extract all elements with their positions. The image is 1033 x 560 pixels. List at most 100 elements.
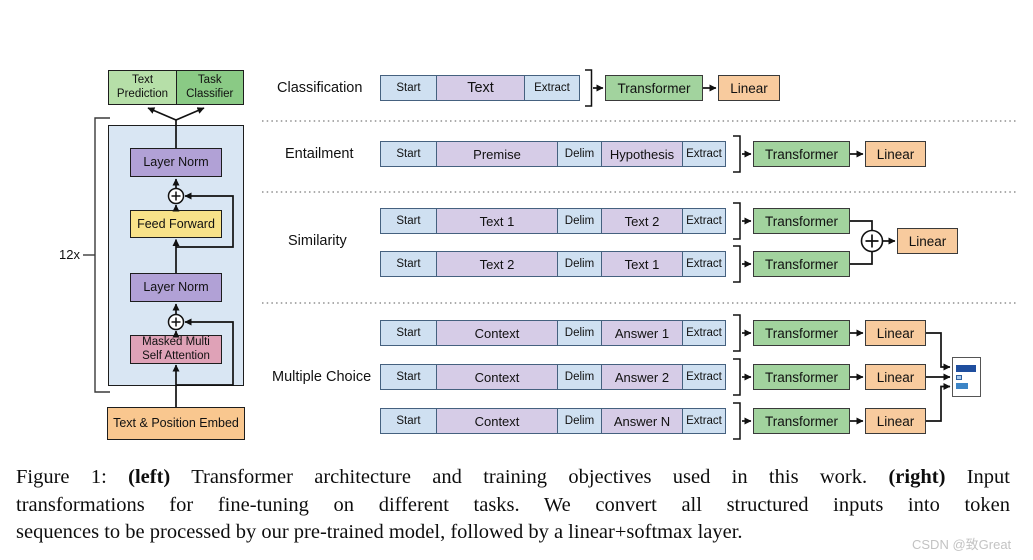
caption-text: Input xyxy=(945,466,1011,488)
token-cell-extract: Extract xyxy=(682,208,726,234)
token-sequence-row: Start Context Delim Answer 1 Extract xyxy=(380,320,726,346)
token-cell-answerN: Answer N xyxy=(600,408,684,434)
caption-line-1: Figure 1: (left) Transformer architectur… xyxy=(16,464,1010,492)
token-cell-delim: Delim xyxy=(557,364,602,390)
linear-box: Linear xyxy=(865,320,926,346)
merge-bracket xyxy=(733,314,741,352)
caption-text: Figure 1: xyxy=(16,466,129,488)
token-cell-start: Start xyxy=(380,320,437,346)
flow-arrow xyxy=(926,332,951,371)
token-cell-context: Context xyxy=(435,364,559,390)
layer-norm-top-label: Layer Norm xyxy=(143,155,209,169)
text-prediction-line2: Prediction xyxy=(116,87,169,100)
linear-box: Linear xyxy=(865,408,926,434)
linear-box: Linear xyxy=(718,75,780,101)
plus-icon xyxy=(865,234,879,248)
token-sequence-row: Start Text Extract xyxy=(380,75,580,101)
layer-norm-bottom-label: Layer Norm xyxy=(143,280,209,294)
transformer-box: Transformer xyxy=(753,364,850,390)
flow-arrow xyxy=(926,383,951,422)
token-cell-delim: Delim xyxy=(557,251,602,277)
score-bar xyxy=(956,382,968,389)
sum-circle xyxy=(860,229,884,253)
token-cell-start: Start xyxy=(380,408,437,434)
token-cell-start: Start xyxy=(380,75,437,101)
token-cell-context: Context xyxy=(435,320,559,346)
token-cell-text2: Text 2 xyxy=(600,208,684,234)
transformer-box: Transformer xyxy=(753,408,850,434)
caption-bold-left: (left) xyxy=(128,466,171,488)
token-cell-text1: Text 1 xyxy=(600,251,684,277)
caption-line-3: sequences to be processed by our pre-tra… xyxy=(16,521,743,543)
text-position-embed-box: Text & Position Embed xyxy=(107,407,245,440)
transformer-box: Transformer xyxy=(753,141,850,167)
merge-bracket xyxy=(733,358,741,396)
figure-caption: Figure 1: (left) Transformer architectur… xyxy=(16,464,1010,547)
section-label-classification: Classification xyxy=(277,80,363,96)
section-label-entailment: Entailment xyxy=(285,146,354,162)
section-label-multiple-choice: Multiple Choice xyxy=(272,369,372,385)
merge-bracket xyxy=(733,135,741,173)
token-cell-text: Text xyxy=(435,75,526,101)
token-cell-start: Start xyxy=(380,251,437,277)
caption-text: Transformer architecture and training ob… xyxy=(170,466,889,488)
layer-norm-bottom-box: Layer Norm xyxy=(130,273,222,302)
transformer-box: Transformer xyxy=(753,320,850,346)
token-cell-delim: Delim xyxy=(557,141,602,167)
token-cell-answer2: Answer 2 xyxy=(600,364,684,390)
token-cell-premise: Premise xyxy=(435,141,559,167)
caption-line-2: transformations for fine-tuning on diffe… xyxy=(16,493,1010,516)
layer-norm-top-box: Layer Norm xyxy=(130,148,222,177)
flow-arrow xyxy=(175,107,205,121)
token-cell-text2: Text 2 xyxy=(435,251,559,277)
transformer-box: Transformer xyxy=(605,75,703,101)
token-cell-hypothesis: Hypothesis xyxy=(600,141,684,167)
loop-count-label: 12x xyxy=(59,247,80,262)
merge-line xyxy=(850,251,873,265)
merge-bracket xyxy=(733,402,741,440)
token-cell-start: Start xyxy=(380,208,437,234)
token-cell-extract: Extract xyxy=(682,364,726,390)
token-cell-text1: Text 1 xyxy=(435,208,559,234)
score-bar xyxy=(956,374,962,380)
score-bar xyxy=(956,365,976,372)
watermark: CSDN @致Great xyxy=(912,537,1012,552)
feed-forward-box: Feed Forward xyxy=(130,210,222,238)
token-sequence-row: Start Text 1 Delim Text 2 Extract xyxy=(380,208,726,234)
token-cell-extract: Extract xyxy=(682,408,726,434)
feed-forward-label: Feed Forward xyxy=(137,216,215,231)
token-sequence-row: Start Context Delim Answer N Extract xyxy=(380,408,726,434)
token-cell-delim: Delim xyxy=(557,320,602,346)
token-sequence-row: Start Text 2 Delim Text 1 Extract xyxy=(380,251,726,277)
linear-box: Linear xyxy=(865,141,926,167)
task-classifier-line2: Classifier xyxy=(186,87,234,100)
masked-self-attention-box: Masked Multi Self Attention xyxy=(130,335,222,364)
token-cell-delim: Delim xyxy=(557,208,602,234)
token-cell-extract: Extract xyxy=(524,75,580,101)
merge-bracket xyxy=(733,245,741,283)
merge-line xyxy=(850,220,873,231)
flow-arrow xyxy=(147,107,177,121)
repeat-bracket xyxy=(83,117,110,393)
token-cell-extract: Extract xyxy=(682,251,726,277)
token-cell-extract: Extract xyxy=(682,141,726,167)
section-label-similarity: Similarity xyxy=(288,233,347,249)
token-sequence-row: Start Premise Delim Hypothesis Extract xyxy=(380,141,726,167)
linear-box: Linear xyxy=(865,364,926,390)
transformer-box: Transformer xyxy=(753,208,850,234)
similarity-sum xyxy=(860,229,884,253)
merge-bracket xyxy=(585,69,593,107)
text-prediction-box: Text Prediction xyxy=(108,70,177,105)
token-cell-start: Start xyxy=(380,364,437,390)
answer-scores-box xyxy=(952,357,981,397)
task-classifier-box: Task Classifier xyxy=(175,70,244,105)
token-cell-delim: Delim xyxy=(557,408,602,434)
merge-bracket xyxy=(733,202,741,240)
text-prediction-line1: Text xyxy=(131,73,154,86)
task-classifier-line1: Task xyxy=(197,73,222,86)
token-cell-context: Context xyxy=(435,408,559,434)
linear-box: Linear xyxy=(897,228,958,254)
caption-bold-right: (right) xyxy=(888,466,946,488)
token-sequence-row: Start Context Delim Answer 2 Extract xyxy=(380,364,726,390)
